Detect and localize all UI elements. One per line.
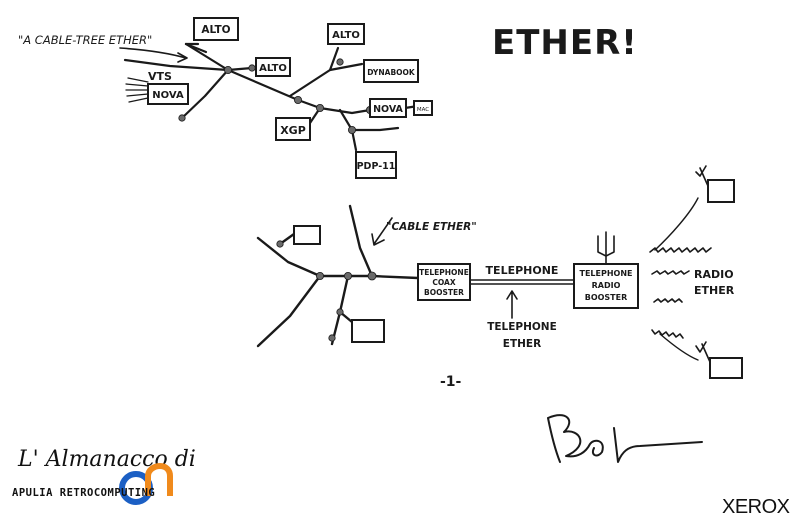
svg-text:MAC: MAC	[417, 107, 429, 113]
svg-text:TELEPHONE: TELEPHONE	[419, 268, 469, 277]
radio-station-top	[695, 165, 735, 203]
node-alto-3: ALTO	[327, 23, 365, 45]
xerox-logo: XEROX	[722, 496, 790, 518]
caption-arrow	[119, 47, 188, 63]
node-mac: MAC	[413, 100, 433, 116]
telephone-radio-booster: TELEPHONE RADIO BOOSTER	[573, 263, 639, 309]
vts-label: VTS	[148, 70, 172, 83]
sketch-title: ETHER!	[492, 23, 638, 63]
cable-ether-label: "CABLE ETHER"	[386, 221, 477, 233]
svg-text:DYNABOOK: DYNABOOK	[367, 68, 416, 77]
radio-link-1	[654, 197, 699, 251]
radio-link-2	[659, 333, 699, 361]
extended-ether-diagram: "CABLE ETHER" TELEPHONE COAX BOOSTER TEL…	[256, 165, 743, 379]
svg-text:RADIO: RADIO	[592, 281, 621, 290]
svg-text:TELEPHONE: TELEPHONE	[579, 269, 632, 278]
telephone-line	[469, 279, 575, 285]
svg-text:NOVA: NOVA	[152, 90, 184, 101]
node-nova-1: NOVA	[147, 83, 189, 105]
svg-text:ALTO: ALTO	[201, 24, 230, 36]
cable-tree-wires	[123, 42, 420, 152]
brand-subtitle: APULIA RETROCOMPUTING	[12, 487, 155, 499]
telephone-ether-arrow	[506, 290, 518, 319]
svg-text:ALTO: ALTO	[259, 63, 287, 74]
radio-ether-line-2: ETHER	[694, 284, 735, 297]
radio-ether-line-1: RADIO	[694, 268, 734, 281]
svg-text:PDP-11: PDP-11	[357, 161, 396, 172]
booster-antenna-icon	[597, 231, 615, 265]
svg-text:XGP: XGP	[280, 124, 306, 137]
svg-text:BOOSTER: BOOSTER	[424, 288, 464, 297]
vts-lines	[125, 77, 149, 103]
node-dynabook: DYNABOOK	[363, 59, 419, 83]
node-alto-1: ALTO	[193, 17, 239, 41]
bottom-taps	[276, 240, 377, 342]
node-nova-2: NOVA	[369, 98, 407, 118]
svg-text:COAX: COAX	[432, 278, 455, 287]
telephone-label: TELEPHONE	[486, 264, 559, 277]
svg-text:NOVA: NOVA	[373, 104, 403, 115]
node-pdp11: PDP-11	[355, 151, 397, 179]
radio-waves	[649, 247, 712, 339]
ar-logo-icon	[119, 462, 173, 505]
node-alto-2: ALTO	[255, 57, 291, 77]
node-xgp: XGP	[275, 117, 311, 141]
signature	[547, 414, 703, 463]
svg-text:BOOSTER: BOOSTER	[585, 293, 628, 302]
cable-tree-diagram: "A CABLE-TREE ETHER"	[18, 17, 433, 179]
radio-station-bottom	[695, 341, 743, 379]
svg-text:ALTO: ALTO	[332, 30, 360, 41]
telephone-ether-line-1: TELEPHONE	[487, 321, 557, 333]
bottom-station-1	[293, 225, 321, 245]
telephone-coax-booster: TELEPHONE COAX BOOSTER	[417, 263, 471, 301]
brand-logo: L' Almanacco di APULIA RETROCOMPUTING	[12, 447, 196, 505]
telephone-ether-line-2: ETHER	[503, 338, 541, 350]
cable-tree-caption: "A CABLE-TREE ETHER"	[18, 33, 152, 47]
bottom-station-2	[351, 319, 385, 343]
cable-ether-arrow	[371, 217, 393, 246]
page-number: -1-	[440, 374, 462, 390]
